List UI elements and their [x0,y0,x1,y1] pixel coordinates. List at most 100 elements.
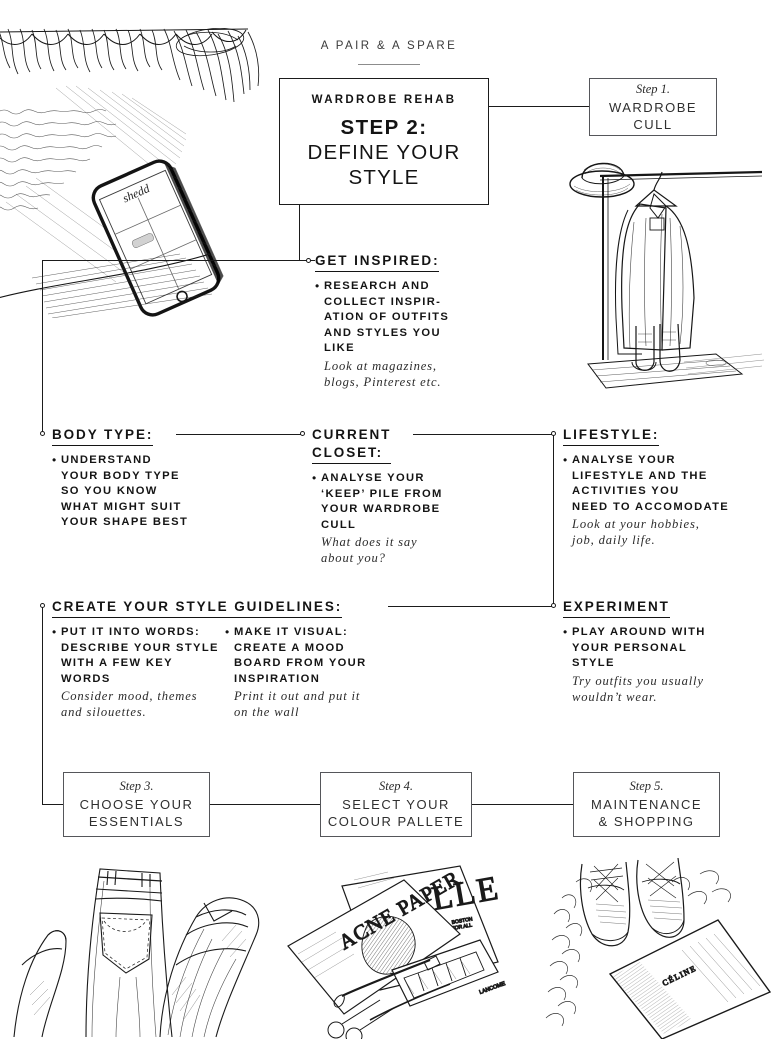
step-name-line-2: & SHOPPING [598,814,695,829]
bullet-list: • RESEARCH AND COLLECT INSPIR- ATION OF … [315,279,500,390]
bullet-list: • UNDERSTAND YOUR BODY TYPE SO YOU KNOW … [52,453,237,531]
folded-jeans-sketch [0,855,280,1039]
connector-title-down [299,205,301,261]
title-main: STEP 2: DEFINE YOUR STYLE [308,115,461,190]
step-name: CHOOSE YOUR ESSENTIALS [80,796,194,830]
connector-left-down-bodytype [42,260,44,434]
step-number: Step 4. [378,779,414,793]
list-item: • PUT IT INTO WORDS: DESCRIBE YOUR STYLE… [52,625,225,687]
bullet-dot: • [52,625,57,639]
node-style-guidelines [40,603,45,608]
bullet-text: ANALYSE YOUR ‘KEEP’ PILE FROM YOUR WARDR… [321,472,443,531]
connector-guidelines-down [42,606,44,805]
brand-title: A PAIR & A SPARE [320,40,458,52]
title-line-3: STYLE [348,165,420,189]
connector-step4-to-step5 [472,804,573,806]
step-number: Step 3. [119,779,154,793]
section-style-guidelines: CREATE YOUR STYLE GUIDELINES: • PUT IT I… [52,598,392,720]
section-heading: CREATE YOUR STYLE GUIDELINES: [52,598,343,618]
bullet-dot: • [315,279,320,293]
node-get-inspired [306,258,311,263]
section-heading: EXPERIMENT [563,598,670,618]
list-item: • PLAY AROUND WITH YOUR PERSONAL STYLE [563,625,773,672]
section-note: Try outfits you usually wouldn’t wear. [572,673,704,704]
svg-text:LANCOME: LANCOME [479,981,507,996]
bullet-text: MAKE IT VISUAL: CREATE A MOOD BOARD FROM… [234,626,367,685]
step-name-line-1: WARDROBE [608,99,698,115]
list-item: • ANALYSE YOUR LIFESTYLE AND THE ACTIVIT… [563,453,778,515]
clothing-rack-sketch [566,148,766,398]
section-heading: CURRENT CLOSET: [312,426,392,464]
step-name-line-2: ESSENTIALS [88,814,185,829]
bullet-list: • ANALYSE YOUR LIFESTYLE AND THE ACTIVIT… [563,453,778,548]
list-item: • UNDERSTAND YOUR BODY TYPE SO YOU KNOW … [52,453,237,531]
step-name: WARDROBE CULL [609,99,697,133]
node-lifestyle [551,431,556,436]
step-name: MAINTENANCE & SHOPPING [591,796,702,830]
section-current-closet: CURRENT CLOSET: • ANALYSE YOUR ‘KEEP’ PI… [312,426,492,566]
main-title-box: WARDROBE REHAB STEP 2: DEFINE YOUR STYLE [279,78,489,205]
brand-divider [358,64,420,65]
bullet-dot: • [312,471,317,485]
connector-title-to-step1 [489,106,589,108]
section-note: Consider mood, themes and silouettes. [61,689,198,719]
bullet-dot: • [52,453,57,467]
step-name-line-2: COLOUR PALLETE [327,814,465,829]
connector-step3-to-step4 [210,804,320,806]
connector-bodytype-to-closet [176,434,302,436]
section-note: Print it out and put it on the wall [234,689,361,719]
section-heading: GET INSPIRED: [315,252,440,272]
section-body-type: BODY TYPE: • UNDERSTAND YOUR BODY TYPE S… [52,426,237,532]
title-line-1: STEP 2: [340,115,428,139]
section-heading: BODY TYPE: [52,426,154,446]
bullet-dot: • [225,625,230,639]
bullet-text: RESEARCH AND COLLECT INSPIR- ATION OF OU… [324,280,450,354]
bullet-text: PUT IT INTO WORDS: DESCRIBE YOUR STYLE W… [61,626,219,685]
step-box-5[interactable]: Step 5. MAINTENANCE & SHOPPING [573,772,720,837]
bullet-text: ANALYSE YOUR LIFESTYLE AND THE ACTIVITIE… [572,454,730,513]
bullet-list: • ANALYSE YOUR ‘KEEP’ PILE FROM YOUR WAR… [312,471,492,566]
phone-on-fabric-sketch: shedd [0,28,282,318]
node-current-closet [300,431,305,436]
step-name-line-1: CHOOSE YOUR [79,797,194,812]
bullet-text: PLAY AROUND WITH YOUR PERSONAL STYLE [572,626,706,669]
bullet-dot: • [563,453,568,467]
node-body-type [40,431,45,436]
bullet-text: UNDERSTAND YOUR BODY TYPE SO YOU KNOW WH… [61,454,189,528]
list-item: • RESEARCH AND COLLECT INSPIR- ATION OF … [315,279,500,357]
section-experiment: EXPERIMENT • PLAY AROUND WITH YOUR PERSO… [563,598,773,705]
step-box-3[interactable]: Step 3. CHOOSE YOUR ESSENTIALS [63,772,210,837]
connector-lifestyle-down [553,434,555,605]
step-box-4[interactable]: Step 4. SELECT YOUR COLOUR PALLETE [320,772,472,837]
list-item: • MAKE IT VISUAL: CREATE A MOOD BOARD FR… [225,625,390,687]
step-number: Step 5. [629,779,664,793]
magazines-and-makeup-sketch: LLE BOSTON FOR ALL ACNE PAPER [284,858,532,1039]
section-note: Look at your hobbies, job, daily life. [572,517,700,547]
guidelines-column-right: • MAKE IT VISUAL: CREATE A MOOD BOARD FR… [225,625,390,720]
section-lifestyle: LIFESTYLE: • ANALYSE YOUR LIFESTYLE AND … [563,426,778,548]
bullet-dot: • [563,625,568,639]
section-heading: LIFESTYLE: [563,426,660,446]
guidelines-column-left: • PUT IT INTO WORDS: DESCRIBE YOUR STYLE… [52,625,225,720]
svg-text:FOR ALL: FOR ALL [451,922,473,932]
bullet-list: • PLAY AROUND WITH YOUR PERSONAL STYLE T… [563,625,773,705]
section-note: Look at magazines, blogs, Pinterest etc. [324,358,442,389]
step-name-line-2: CULL [633,116,673,132]
step-box-1[interactable]: Step 1. WARDROBE CULL [589,78,717,136]
step-name: SELECT YOUR COLOUR PALLETE [328,796,464,830]
section-note: What does it say about you? [321,535,418,565]
connector-guidelines-to-experiment [388,606,555,608]
shoes-and-shopping-bag-sketch: CÉLINE [532,858,778,1039]
node-experiment [551,603,556,608]
connector-down-to-step3 [42,804,64,806]
title-kicker: WARDROBE REHAB [311,93,457,106]
connector-getinspired-left [42,260,307,262]
list-item: • ANALYSE YOUR ‘KEEP’ PILE FROM YOUR WAR… [312,471,492,533]
step-number: Step 1. [635,81,671,96]
step-name-line-1: MAINTENANCE [590,797,703,812]
svg-text:BOSTON: BOSTON [451,916,473,926]
section-get-inspired: GET INSPIRED: • RESEARCH AND COLLECT INS… [315,252,500,390]
guidelines-columns: • PUT IT INTO WORDS: DESCRIBE YOUR STYLE… [52,625,392,720]
title-line-2: DEFINE YOUR [307,140,461,164]
